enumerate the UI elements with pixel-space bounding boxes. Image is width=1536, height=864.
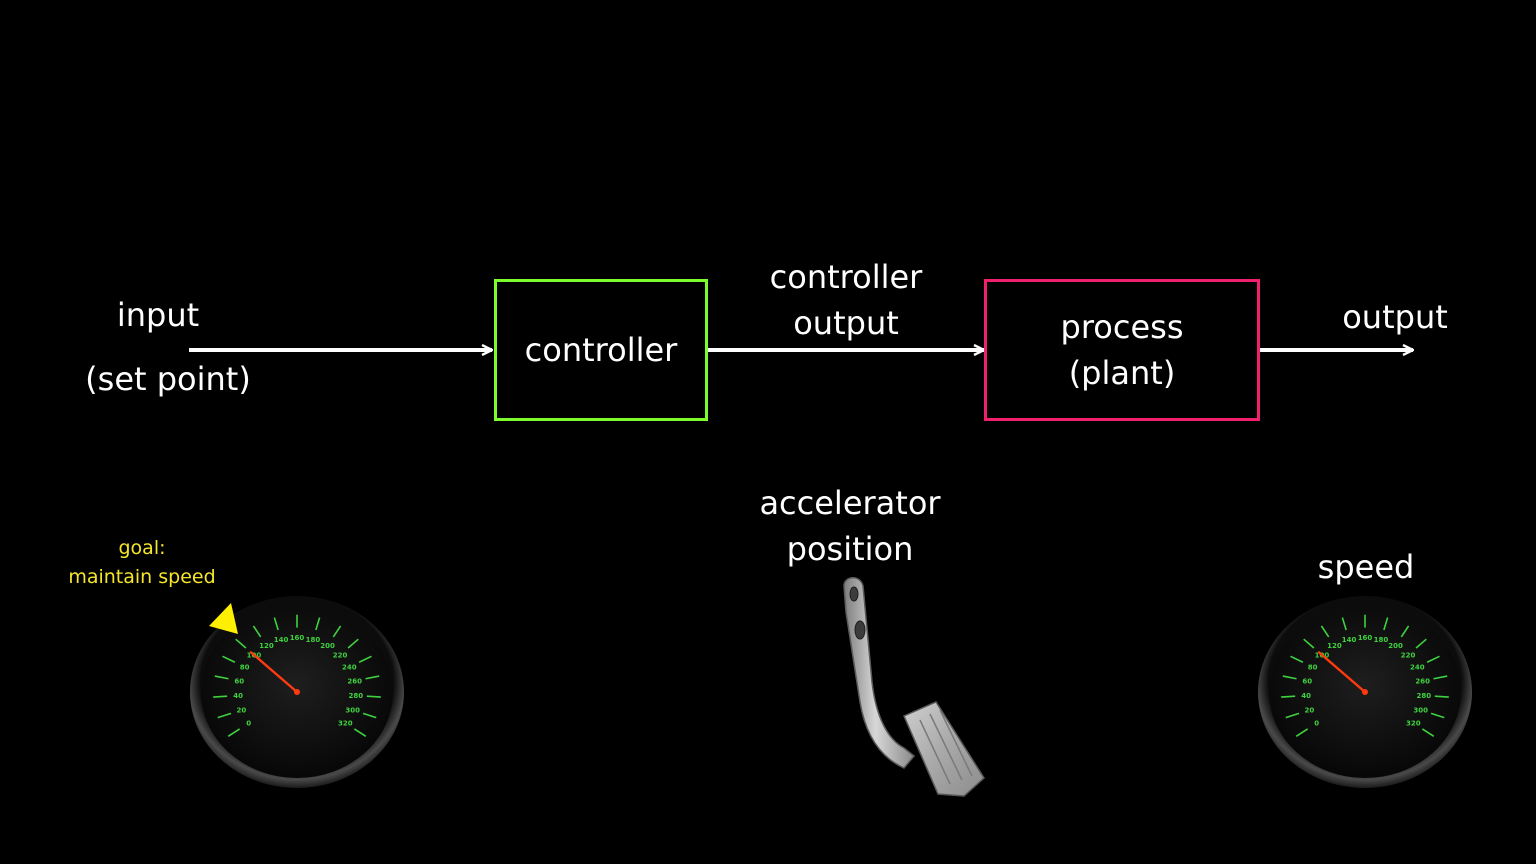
gauge-tick bbox=[227, 728, 241, 737]
gauge-tick-label: 180 bbox=[1374, 636, 1389, 644]
gauge-tick bbox=[332, 625, 342, 638]
gauge-tick bbox=[1281, 695, 1296, 698]
speedometer-speed-icon: 0204060801001201401601802002202402602803… bbox=[1258, 596, 1472, 788]
gauge-tick-label: 0 bbox=[246, 720, 251, 728]
gauge-tick-label: 180 bbox=[306, 636, 321, 644]
gauge-tick bbox=[1282, 675, 1297, 680]
gauge-tick-label: 200 bbox=[1388, 642, 1403, 650]
goal-label: goal: maintain speed bbox=[52, 534, 232, 592]
output-label: output bbox=[1342, 298, 1448, 336]
gauge-tick bbox=[1295, 728, 1309, 737]
gauge-tick bbox=[347, 638, 359, 649]
gauge-tick bbox=[1433, 675, 1448, 680]
gauge-tick bbox=[353, 728, 367, 737]
input-label: input bbox=[116, 296, 200, 334]
gauge-tick-label: 280 bbox=[349, 692, 364, 700]
set-point-label: (set point) bbox=[85, 360, 251, 398]
gauge-tick-label: 60 bbox=[234, 677, 244, 685]
gauge-tick-label: 240 bbox=[342, 663, 357, 671]
controller-output-line1: controller bbox=[769, 258, 923, 296]
gauge-tick bbox=[222, 655, 236, 663]
gauge-tick-label: 160 bbox=[1358, 634, 1373, 642]
gauge-tick-label: 160 bbox=[290, 634, 305, 642]
gauge-tick bbox=[1434, 695, 1449, 698]
gauge-tick-label: 220 bbox=[333, 651, 348, 659]
gauge-tick bbox=[1430, 712, 1445, 719]
gauge-tick-label: 120 bbox=[1327, 642, 1342, 650]
gauge-tick bbox=[217, 712, 232, 719]
gauge-tick bbox=[1320, 625, 1330, 638]
accelerator-pedal-icon bbox=[843, 577, 985, 797]
accelerator-line1: accelerator bbox=[759, 484, 941, 522]
gauge-tick-label: 140 bbox=[1342, 636, 1357, 644]
speed-label: speed bbox=[1317, 548, 1415, 586]
gauge-tick bbox=[1400, 625, 1410, 638]
gauge-tick bbox=[1383, 617, 1389, 631]
accelerator-line2: position bbox=[786, 530, 914, 568]
gauge-tick bbox=[213, 695, 228, 698]
goal-line2: maintain speed bbox=[68, 566, 216, 588]
gauge-tick bbox=[1290, 655, 1304, 663]
gauge-tick bbox=[235, 638, 247, 649]
gauge-tick-label: 200 bbox=[320, 642, 335, 650]
gauge-tick-label: 140 bbox=[274, 636, 289, 644]
gauge-tick-label: 260 bbox=[1415, 677, 1430, 685]
gauge-tick-label: 40 bbox=[1301, 692, 1311, 700]
accelerator-position-label: accelerator position bbox=[750, 480, 950, 572]
gauge-needle bbox=[249, 651, 299, 694]
gauge-tick bbox=[365, 675, 380, 680]
goal-line1: goal: bbox=[118, 537, 166, 559]
gauge-tick-label: 280 bbox=[1417, 692, 1432, 700]
plant-label: (plant) bbox=[1068, 354, 1176, 392]
gauge-tick-label: 20 bbox=[236, 707, 246, 715]
gauge-hub bbox=[1362, 689, 1368, 695]
gauge-tick bbox=[1303, 638, 1315, 649]
gauge-tick-label: 220 bbox=[1401, 651, 1416, 659]
gauge-tick-label: 40 bbox=[233, 692, 243, 700]
gauge-tick bbox=[252, 625, 262, 638]
process-label: process bbox=[1060, 308, 1184, 346]
gauge-tick bbox=[1341, 617, 1347, 631]
gauge-hub bbox=[294, 689, 300, 695]
gauge-tick-label: 260 bbox=[347, 677, 362, 685]
gauge-tick-label: 60 bbox=[1302, 677, 1312, 685]
gauge-tick-label: 120 bbox=[259, 642, 274, 650]
controller-output-label: controller output bbox=[756, 254, 936, 346]
gauge-tick bbox=[273, 617, 279, 631]
gauge-tick-label: 20 bbox=[1304, 707, 1314, 715]
gauge-tick-label: 320 bbox=[338, 720, 353, 728]
gauge-tick bbox=[1421, 728, 1435, 737]
gauge-tick bbox=[366, 695, 381, 698]
gauge-tick bbox=[358, 655, 372, 663]
controller-block: controller bbox=[494, 279, 708, 421]
gauge-tick-label: 80 bbox=[1308, 663, 1318, 671]
gauge-tick-label: 320 bbox=[1406, 720, 1421, 728]
gauge-tick-label: 80 bbox=[240, 663, 250, 671]
controller-output-line2: output bbox=[793, 304, 899, 342]
gauge-tick-label: 300 bbox=[345, 707, 360, 715]
gauge-tick bbox=[362, 712, 377, 719]
gauge-tick-label: 300 bbox=[1413, 707, 1428, 715]
gauge-tick bbox=[1426, 655, 1440, 663]
gauge-tick bbox=[1415, 638, 1427, 649]
speedometer-setpoint-icon: 0204060801001201401601802002202402602803… bbox=[190, 596, 404, 788]
gauge-tick-label: 240 bbox=[1410, 663, 1425, 671]
gauge-tick-label: 0 bbox=[1314, 720, 1319, 728]
controller-label: controller bbox=[524, 331, 678, 369]
gauge-needle bbox=[1317, 651, 1367, 694]
gauge-tick bbox=[214, 675, 229, 680]
gauge-tick bbox=[1285, 712, 1300, 719]
gauge-tick bbox=[315, 617, 321, 631]
process-block: process (plant) bbox=[984, 279, 1260, 421]
